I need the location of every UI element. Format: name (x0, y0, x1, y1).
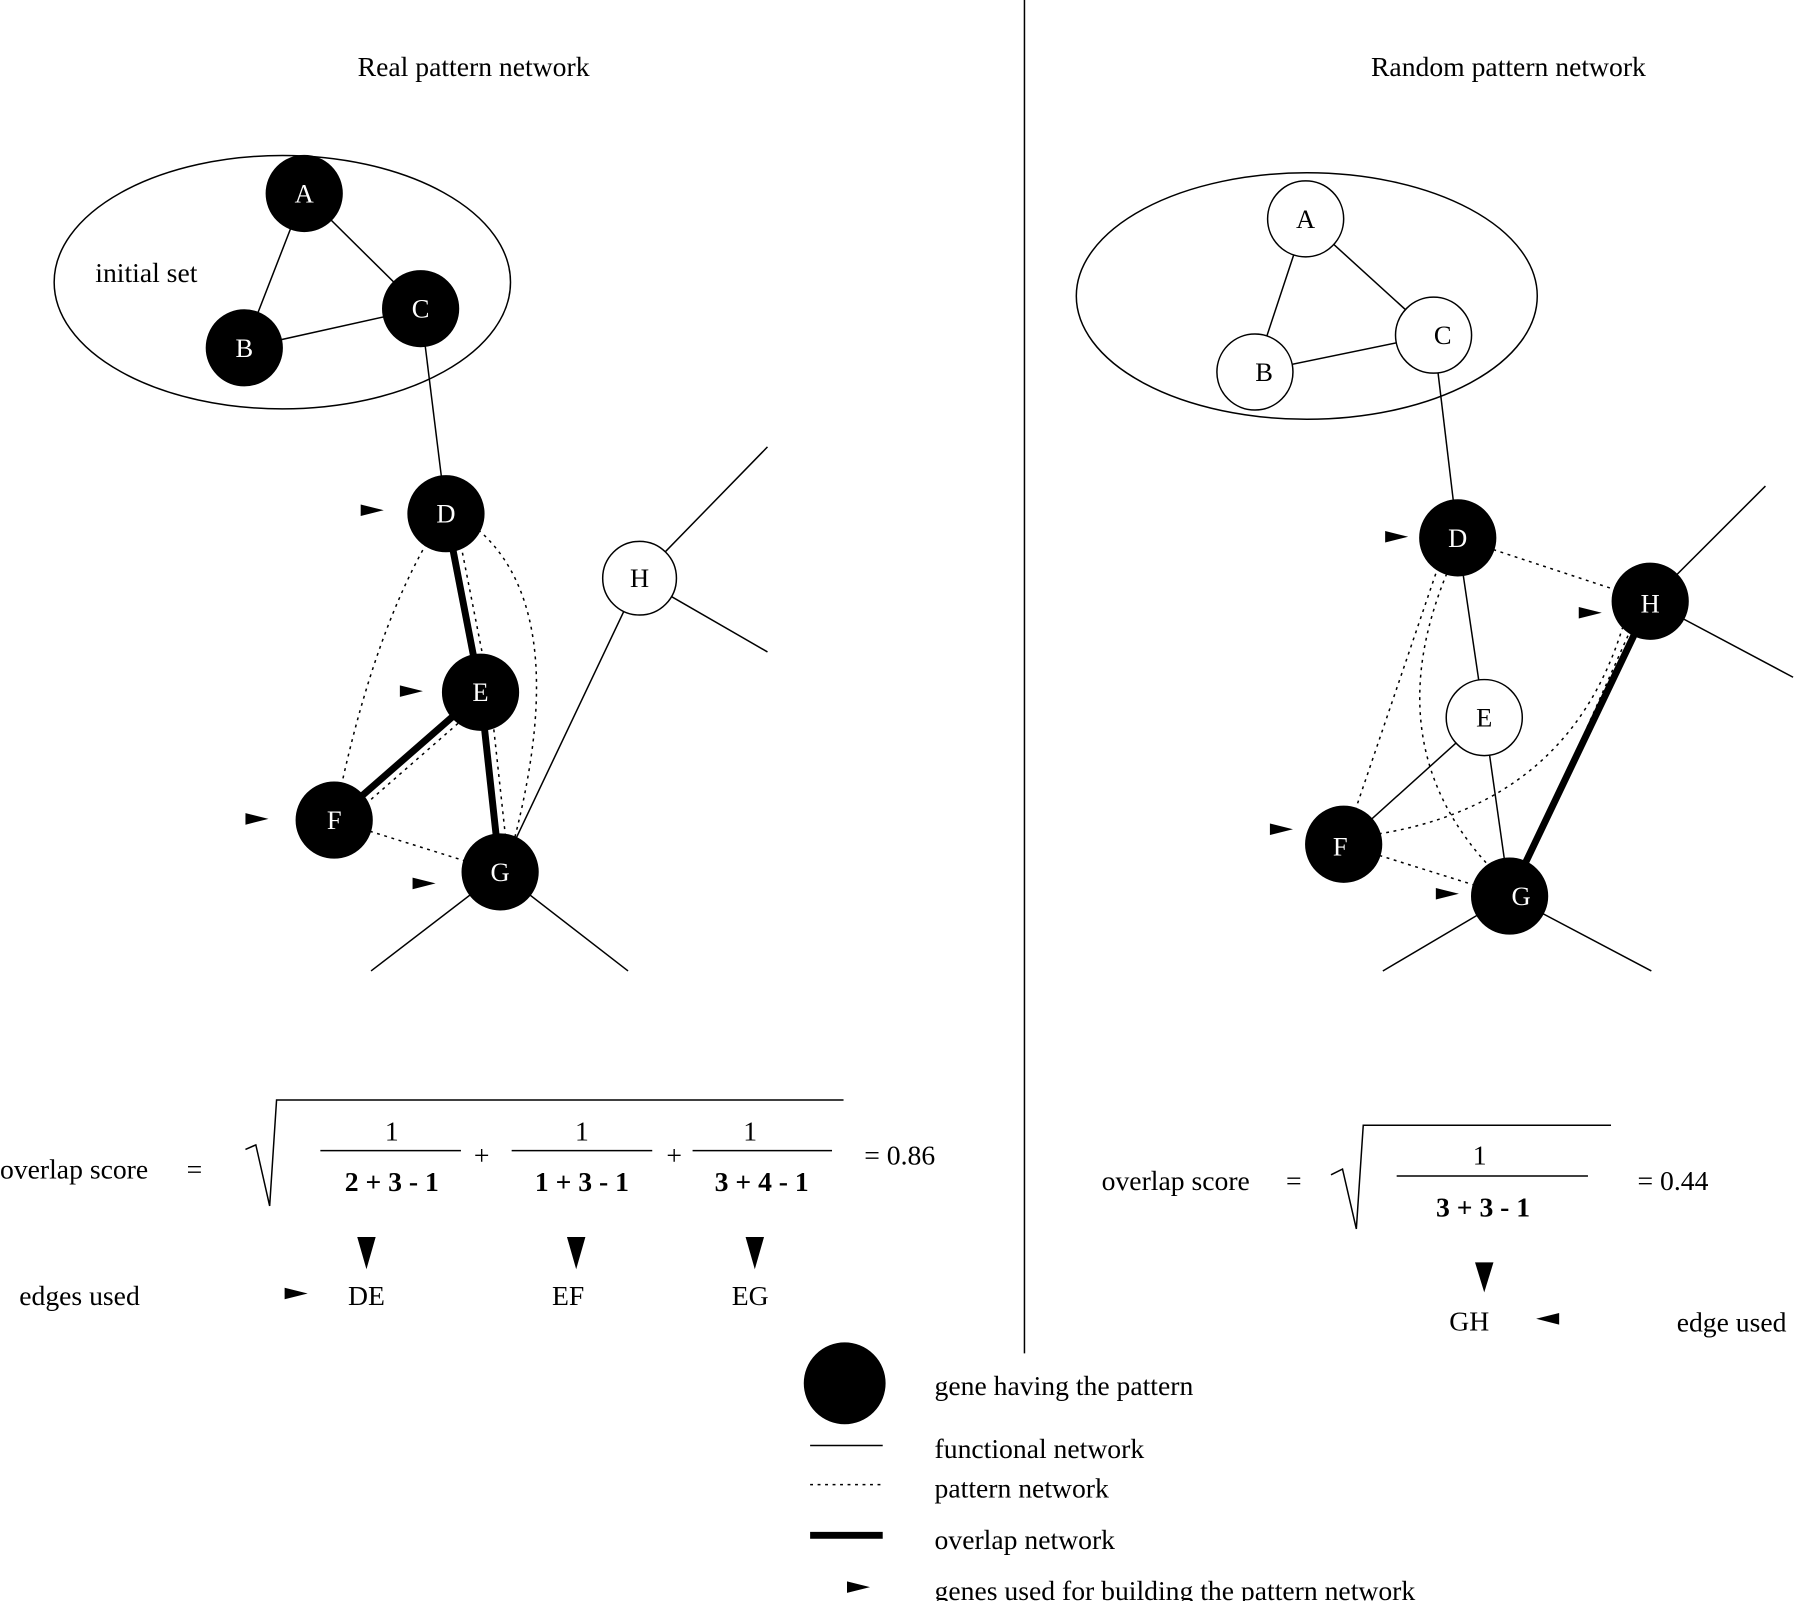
svg-text:D: D (1448, 523, 1467, 553)
edges-used-label: edges used (19, 1280, 140, 1311)
edge-eg: EG (732, 1280, 769, 1311)
initial-set-ellipse (53, 154, 512, 410)
svg-text:G: G (1512, 881, 1531, 911)
svg-text:2 + 3 - 1: 2 + 3 - 1 (345, 1166, 439, 1197)
left-arrowhead-icon (1536, 1313, 1560, 1325)
initial-set-ellipse (1075, 172, 1539, 421)
node-a: A (265, 154, 343, 233)
svg-text:H: H (1641, 589, 1660, 619)
right-overlap-formula: overlap score = 1 3 + 3 - 1 = 0.44 (1102, 1124, 1709, 1230)
node-f: F (1305, 805, 1383, 883)
legend: gene having the pattern functional netwo… (803, 1342, 1416, 1601)
svg-text:1: 1 (743, 1115, 757, 1146)
svg-text:F: F (327, 805, 342, 835)
svg-text:G: G (491, 857, 510, 887)
initial-set-label: initial set (95, 257, 197, 288)
svg-text:H: H (630, 563, 649, 593)
node-g: G (1470, 857, 1549, 935)
down-arrow-icon (1475, 1262, 1494, 1293)
svg-text:B: B (235, 333, 253, 363)
sqrt-sign (1330, 1124, 1612, 1230)
svg-text:F: F (1333, 832, 1348, 862)
sqrt-sign (245, 1099, 844, 1207)
svg-text:overlap score: overlap score (1102, 1165, 1250, 1196)
svg-text:A: A (295, 179, 314, 209)
svg-text:overlap score: overlap score (0, 1153, 148, 1184)
arrowhead-icon (1269, 823, 1293, 836)
arrowhead-icon (284, 1287, 308, 1300)
svg-text:= 0.44: = 0.44 (1638, 1165, 1709, 1196)
svg-text:1 + 3 - 1: 1 + 3 - 1 (535, 1166, 629, 1197)
svg-text:1: 1 (575, 1115, 589, 1146)
edge-gh: GH (1449, 1305, 1489, 1336)
legend-label: functional network (935, 1433, 1145, 1464)
node-f: F (295, 781, 373, 859)
legend-label: overlap network (935, 1524, 1116, 1555)
arrowhead-icon (1578, 606, 1602, 619)
svg-text:1: 1 (1473, 1139, 1487, 1170)
arrowhead-icon (412, 877, 436, 890)
left-panel-title: Real pattern network (358, 51, 590, 82)
random-pattern-network-panel: Random pattern network A B C D (1075, 51, 1794, 1337)
node-h: H (1611, 562, 1689, 640)
down-arrow-icon (357, 1237, 376, 1270)
legend-arrowhead-icon (846, 1581, 871, 1593)
node-e: E (441, 653, 520, 731)
svg-text:B: B (1255, 357, 1273, 387)
svg-text:A: A (1296, 204, 1315, 234)
svg-text:3 + 3 - 1: 3 + 3 - 1 (1436, 1191, 1530, 1222)
svg-text:C: C (1434, 320, 1452, 350)
legend-filled-circle-icon (803, 1342, 886, 1425)
arrowhead-icon (360, 504, 384, 517)
down-arrow-icon (566, 1237, 586, 1270)
svg-text:E: E (1476, 703, 1492, 733)
legend-label: pattern network (935, 1472, 1109, 1503)
node-c: C (1394, 296, 1473, 374)
arrowhead-icon (1385, 530, 1409, 543)
edge-de: DE (348, 1280, 385, 1311)
svg-text:3 + 4 - 1: 3 + 4 - 1 (715, 1166, 809, 1197)
node-h: H (601, 540, 678, 616)
edge-ef: EF (552, 1280, 584, 1311)
arrowhead-icon (1435, 888, 1459, 900)
node-b: B (205, 309, 283, 387)
node-c: C (382, 270, 460, 348)
down-arrow-icon (745, 1237, 765, 1270)
legend-label: gene having the pattern (935, 1370, 1194, 1401)
real-pattern-network-panel: Real pattern network initial set (0, 51, 935, 1311)
svg-text:E: E (472, 677, 488, 707)
right-panel-title: Random pattern network (1371, 51, 1646, 82)
svg-text:= 0.86: = 0.86 (864, 1139, 935, 1170)
svg-text:D: D (436, 499, 455, 529)
svg-text:1: 1 (385, 1115, 399, 1146)
node-g: G (461, 833, 539, 911)
left-overlap-formula: overlap score = 1 2 + 3 - 1 + 1 1 + 3 - … (0, 1099, 935, 1207)
svg-text:C: C (412, 294, 430, 324)
node-e: E (1445, 678, 1524, 757)
overlap-edge-gh (1506, 599, 1654, 898)
svg-text:+: + (666, 1139, 682, 1170)
svg-text:+: + (474, 1139, 490, 1170)
legend-label: genes used for building the pattern netw… (935, 1575, 1416, 1601)
node-d: D (407, 475, 485, 553)
node-d: D (1419, 499, 1497, 577)
node-a: A (1266, 180, 1345, 258)
svg-text:=: = (1286, 1165, 1302, 1196)
edge-used-label: edge used (1677, 1306, 1787, 1337)
arrowhead-icon (399, 685, 423, 697)
arrowhead-icon (245, 813, 269, 825)
svg-text:=: = (187, 1153, 203, 1184)
node-b: B (1216, 333, 1294, 411)
